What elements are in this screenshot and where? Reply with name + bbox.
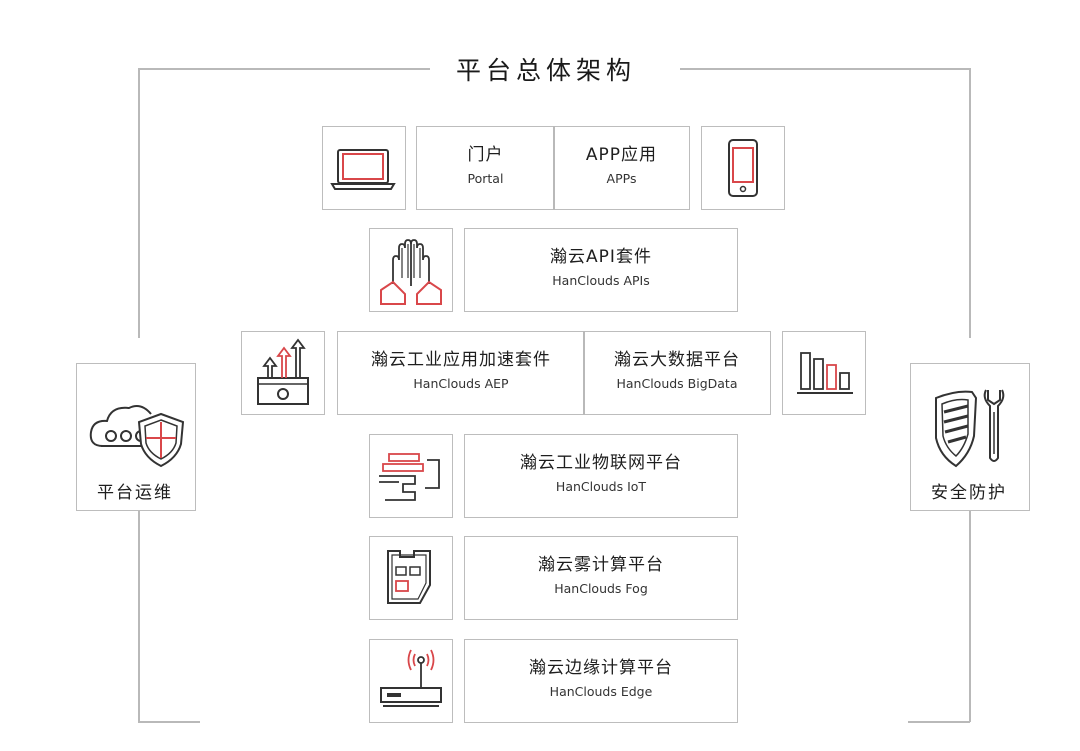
frame-bottom-left <box>138 721 200 723</box>
iot-en: HanClouds IoT <box>555 479 647 494</box>
aep-bigdata-divider <box>583 331 585 415</box>
fog-icon-box <box>369 536 453 620</box>
apps-cn: APP应用 <box>585 145 658 165</box>
laptop-icon-box <box>322 126 406 210</box>
smartphone-icon <box>728 139 758 197</box>
aep-cn: 瀚云工业应用加速套件 <box>371 350 551 370</box>
frame-top-left <box>138 68 430 70</box>
growth-icon-box <box>241 331 325 415</box>
apps-label: APP应用 APPs <box>555 144 688 188</box>
frame-right-lower <box>969 510 971 722</box>
floor-plan-icon <box>387 550 431 604</box>
cloud-shield-icon <box>89 405 185 468</box>
fog-en: HanClouds Fog <box>554 581 648 596</box>
page-title: 平台总体架构 <box>442 51 651 87</box>
portal-cn: 门户 <box>467 145 504 165</box>
router-antenna-icon <box>380 649 442 707</box>
apis-en: HanClouds APIs <box>552 273 650 288</box>
edge-label: 瀚云边缘计算平台 HanClouds Edge <box>464 657 738 701</box>
barchart-icon-box <box>782 331 866 415</box>
apis-label: 瀚云API套件 HanClouds APIs <box>464 246 738 290</box>
fog-label: 瀚云雾计算平台 HanClouds Fog <box>464 554 738 598</box>
iot-icon-box <box>369 434 453 518</box>
bigdata-en: HanClouds BigData <box>616 376 738 391</box>
portal-label: 门户 Portal <box>418 144 553 188</box>
bigdata-label: 瀚云大数据平台 HanClouds BigData <box>585 349 769 393</box>
iot-cn: 瀚云工业物联网平台 <box>520 453 682 473</box>
frame-right-upper <box>969 68 971 338</box>
portal-en: Portal <box>467 171 504 186</box>
shield-wrench-icon <box>935 389 1005 468</box>
bigdata-cn: 瀚云大数据平台 <box>614 350 740 370</box>
frame-left-lower <box>138 510 140 722</box>
iot-label: 瀚云工业物联网平台 HanClouds IoT <box>464 452 738 496</box>
frame-top-right <box>680 68 970 70</box>
edge-icon-box <box>369 639 453 723</box>
apps-en: APPs <box>606 171 637 186</box>
network-module-icon <box>379 453 440 501</box>
apis-box <box>464 228 738 312</box>
edge-box <box>464 639 738 723</box>
growth-arrows-icon <box>257 338 309 405</box>
aep-en: HanClouds AEP <box>413 376 509 391</box>
bar-chart-icon <box>797 352 853 394</box>
frame-left-upper <box>138 68 140 338</box>
hands-icon-box <box>369 228 453 312</box>
portal-apps-divider <box>553 126 555 210</box>
fog-box <box>464 536 738 620</box>
edge-cn: 瀚云边缘计算平台 <box>529 658 673 678</box>
aep-label: 瀚云工业应用加速套件 HanClouds AEP <box>339 349 583 393</box>
fog-cn: 瀚云雾计算平台 <box>538 555 664 575</box>
security-label: 安全防护 <box>928 478 1010 503</box>
aep-bigdata-box <box>337 331 771 415</box>
laptop-icon <box>330 149 396 190</box>
phone-icon-box <box>701 126 785 210</box>
apis-cn: 瀚云API套件 <box>550 247 652 267</box>
edge-en: HanClouds Edge <box>549 684 653 699</box>
frame-bottom-right <box>908 721 970 723</box>
iot-box <box>464 434 738 518</box>
hands-icon <box>380 239 442 305</box>
ops-label: 平台运维 <box>94 478 176 503</box>
